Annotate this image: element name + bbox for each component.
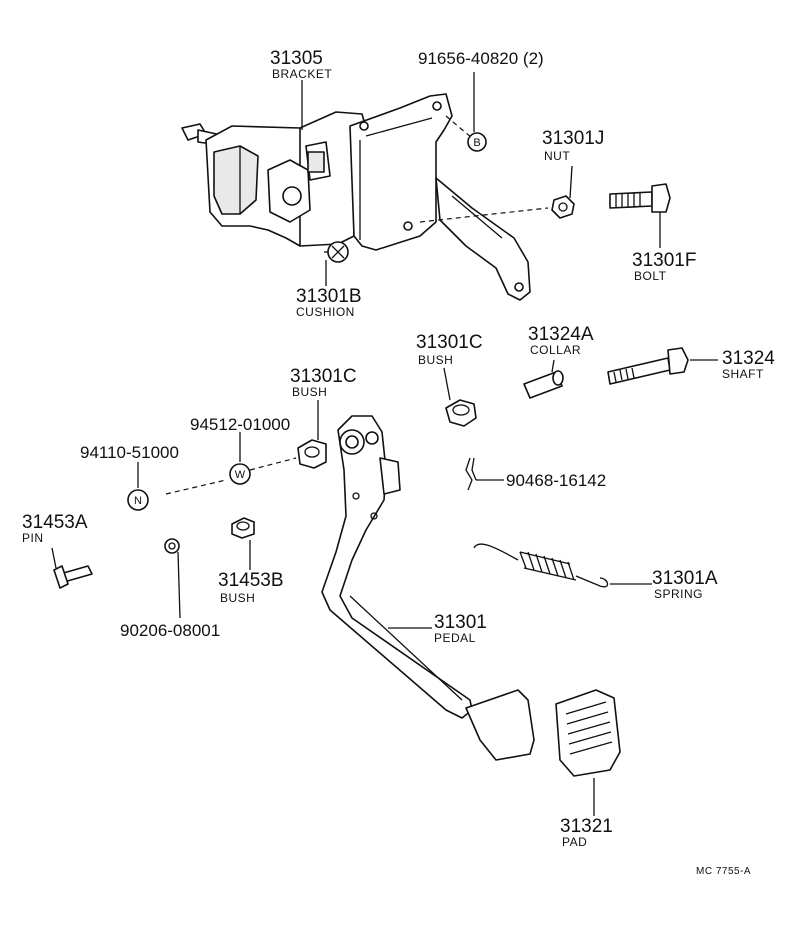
bracket-number: 31305 [270, 48, 323, 69]
cushion-name: CUSHION [296, 305, 355, 319]
bush-left-drawing [297, 439, 327, 469]
shaft-name: SHAFT [722, 367, 764, 381]
leader-n-w [165, 479, 227, 495]
nut-name: NUT [544, 149, 570, 163]
shaft-number: 31324 [722, 348, 775, 369]
leader-bracket-b [445, 115, 473, 139]
bush-small-number: 31453B [218, 570, 284, 591]
collar-name: COLLAR [530, 343, 581, 357]
pad-name: PAD [562, 835, 587, 849]
pedal-number: 31301 [434, 612, 487, 633]
pin-drawing [53, 565, 93, 589]
bolt-b-number: 91656-40820 (2) [418, 49, 544, 68]
bolt-b-letter: B [473, 137, 480, 149]
bush-small-drawing [231, 517, 255, 539]
bush-small-name: BUSH [220, 591, 255, 605]
spring-number: 31301A [652, 568, 718, 589]
bush-right-number: 31301C [416, 332, 483, 353]
bolt-name: BOLT [634, 269, 667, 283]
pedal-name: PEDAL [434, 631, 476, 645]
lock-washer-number: 90206-08001 [120, 621, 220, 640]
cushion-drawing [324, 241, 349, 263]
bracket-name: BRACKET [272, 67, 332, 81]
bush-right-name: BUSH [418, 353, 453, 367]
pad-drawing [555, 689, 621, 777]
leader-lines [51, 72, 718, 816]
clip-drawing [465, 457, 477, 491]
labels: 31305 BRACKET 91656-40820 (2) 31301J NUT… [22, 48, 775, 877]
spring-drawing [473, 543, 609, 588]
cushion-number: 31301B [296, 286, 362, 307]
washer-number: 94512-01000 [190, 415, 290, 434]
nut-drawing [551, 195, 575, 219]
collar-number: 31324A [528, 324, 594, 345]
washer-w-marker: W [229, 463, 251, 485]
shaft-drawing [607, 347, 689, 385]
bolt-drawing [609, 183, 671, 213]
pedal-drawing [321, 415, 535, 761]
pin-name: PIN [22, 531, 44, 545]
bush-left-number: 31301C [290, 366, 357, 387]
diagram-code: MC 7755-A [696, 866, 751, 877]
nut-number: 31301J [542, 128, 604, 149]
leader-w-bush [249, 457, 297, 471]
nut-n-marker: N [127, 489, 149, 511]
bush-right-drawing [445, 399, 477, 427]
leader-bracket-nut [419, 207, 549, 223]
nut-n-letter: N [134, 495, 142, 507]
washer-w-letter: W [235, 469, 246, 481]
nut-n-number: 94110-51000 [80, 443, 179, 462]
pad-number: 31321 [560, 816, 613, 837]
spring-name: SPRING [654, 587, 703, 601]
lock-washer-drawing [164, 538, 180, 554]
bolt-number: 31301F [632, 250, 696, 271]
bush-left-name: BUSH [292, 385, 327, 399]
bracket-drawing [181, 93, 531, 301]
clip-number: 90468-16142 [506, 471, 606, 490]
collar-drawing [523, 370, 564, 399]
pin-number: 31453A [22, 512, 88, 533]
bolt-b-marker: B [467, 132, 487, 152]
